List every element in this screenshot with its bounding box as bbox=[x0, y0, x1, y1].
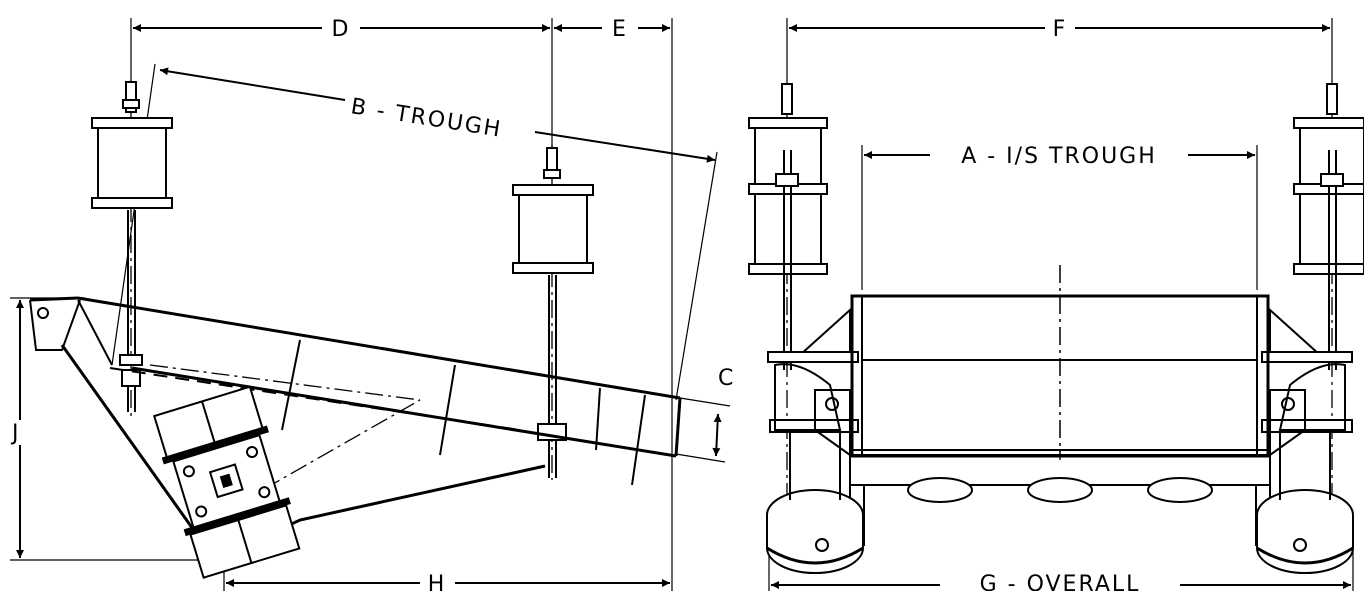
dimension-f-label: F bbox=[1053, 17, 1068, 42]
right-spring-hanger bbox=[512, 145, 594, 480]
dimension-h: H bbox=[226, 572, 670, 591]
end-view: F A - I/S TROUGH G - OVERALL bbox=[748, 17, 1364, 591]
end-trough bbox=[850, 265, 1270, 460]
dimension-e: E bbox=[554, 17, 670, 42]
dimension-e-label: E bbox=[612, 17, 628, 42]
dimension-d-label: D bbox=[332, 17, 351, 42]
dimension-b-label: B - TROUGH bbox=[349, 94, 504, 143]
vibrator-motor bbox=[152, 385, 301, 579]
dimension-g-label: G - OVERALL bbox=[980, 572, 1141, 591]
end-right-motor bbox=[1256, 432, 1354, 574]
dimension-g: G - OVERALL bbox=[771, 572, 1351, 591]
trough-body bbox=[29, 296, 682, 562]
dimension-c-label: C bbox=[718, 366, 735, 391]
dimension-b: B - TROUGH bbox=[111, 63, 718, 401]
end-left-spring bbox=[748, 80, 828, 550]
dimension-j: J bbox=[10, 300, 25, 558]
dimension-f: F bbox=[789, 17, 1330, 42]
dimension-j-label: J bbox=[10, 421, 21, 446]
end-frame bbox=[767, 307, 1353, 546]
end-left-motor bbox=[766, 432, 864, 574]
side-view: D E B - TROUGH C J bbox=[10, 17, 735, 591]
dimension-a-label: A - I/S TROUGH bbox=[961, 144, 1157, 169]
end-right-spring bbox=[1293, 80, 1364, 550]
dimension-a: A - I/S TROUGH bbox=[864, 144, 1255, 169]
left-spring-hanger bbox=[91, 80, 173, 420]
dimension-d: D bbox=[133, 17, 550, 42]
dimension-h-label: H bbox=[428, 572, 447, 591]
dimension-c: C bbox=[675, 366, 735, 463]
